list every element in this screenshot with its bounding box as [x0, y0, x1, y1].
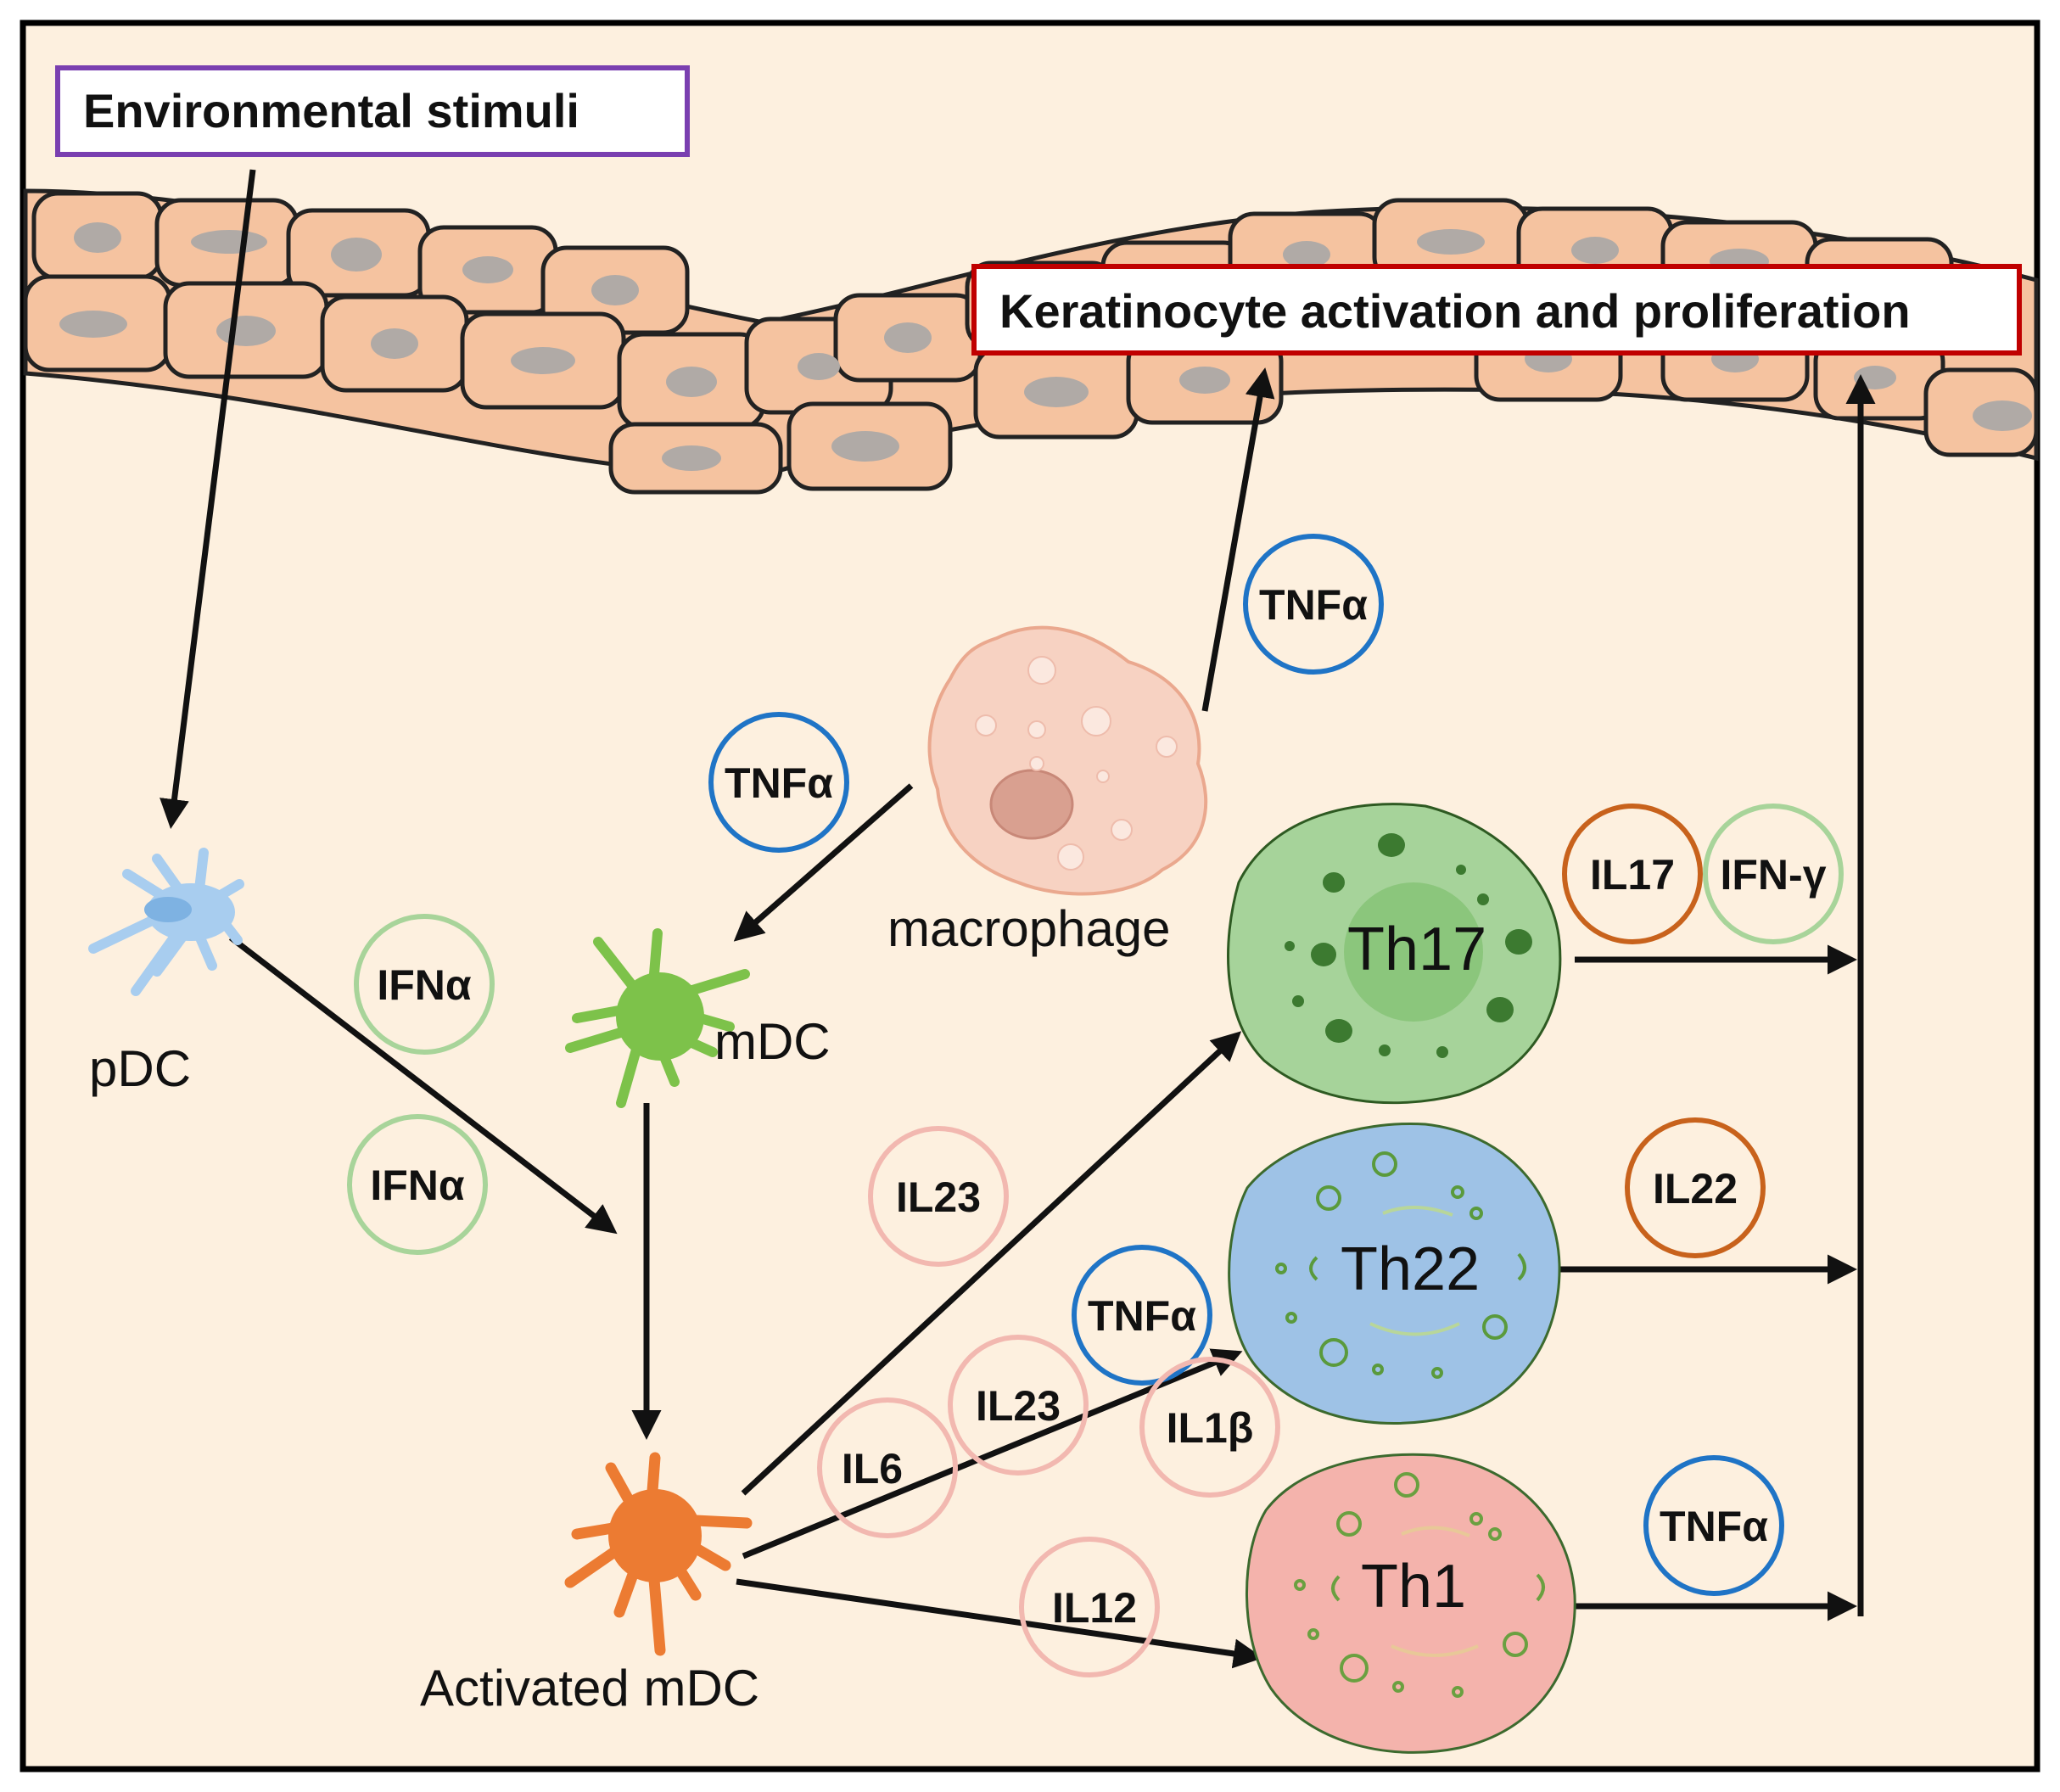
- svg-text:IL12: IL12: [1052, 1584, 1137, 1632]
- keratinocyte-box: Keratinocyte activation and proliferatio…: [971, 264, 2022, 356]
- svg-text:TNFα: TNFα: [1088, 1292, 1196, 1340]
- svg-text:IFNα: IFNα: [377, 961, 472, 1009]
- cytokine-il17: IL17: [1562, 804, 1703, 944]
- arrow-macrophage-to-keratinocyte: [1201, 367, 1275, 712]
- svg-text:TNFα: TNFα: [1660, 1503, 1768, 1550]
- svg-text:IL1β: IL1β: [1167, 1404, 1254, 1452]
- cytokine-tnfa-top: TNFα: [1243, 534, 1384, 675]
- cytokine-tnfa-macrophage: TNFα: [708, 712, 849, 853]
- mdc-label: mDC: [714, 1013, 831, 1070]
- cytokine-il22: IL22: [1625, 1117, 1766, 1258]
- pdc-label: pDC: [89, 1040, 191, 1097]
- environmental-stimuli-label: Environmental stimuli: [83, 84, 579, 137]
- cytokine-ifna-2: IFNα: [347, 1114, 488, 1255]
- cytokine-il12: IL12: [1019, 1537, 1160, 1677]
- cytokine-il23-a: IL23: [868, 1126, 1009, 1267]
- th22-cell: Th22: [1228, 1122, 1561, 1425]
- cytokine-markers: TNFα TNFα IFNα IFNα IL23 IL23 IL6 TNFα: [347, 534, 1844, 1677]
- svg-text:IL23: IL23: [896, 1173, 981, 1221]
- environmental-stimuli-box: Environmental stimuli: [55, 65, 690, 157]
- arrow-pdc-to-activated-mdc: [228, 935, 618, 1235]
- activated-mdc-cell: Activated mDC: [420, 1452, 759, 1716]
- svg-text:TNFα: TNFα: [1259, 581, 1368, 629]
- arrow-activated-mdc-to-th1: [736, 1578, 1263, 1669]
- macrophage-cell: macrophage: [887, 625, 1208, 957]
- cytokine-il1b: IL1β: [1139, 1357, 1280, 1498]
- th17-label: Th17: [1347, 916, 1486, 983]
- th1-cell: Th1: [1246, 1453, 1576, 1754]
- mdc-cell: mDC: [565, 928, 831, 1108]
- svg-text:IL23: IL23: [976, 1382, 1061, 1430]
- th22-label: Th22: [1341, 1235, 1480, 1303]
- cytokine-ifna-1: IFNα: [354, 914, 495, 1055]
- cytokine-il23-b: IL23: [948, 1335, 1089, 1476]
- cytokine-tnfa-mid: TNFα: [1072, 1245, 1212, 1386]
- macrophage-label: macrophage: [887, 900, 1171, 957]
- arrow-macrophage-to-mdc: [733, 783, 914, 942]
- svg-text:IL17: IL17: [1590, 851, 1675, 899]
- svg-text:IL6: IL6: [842, 1445, 903, 1492]
- th1-label: Th1: [1361, 1553, 1466, 1621]
- arrow-activated-mdc-to-th17: [741, 1031, 1242, 1496]
- svg-text:IFNα: IFNα: [370, 1162, 465, 1209]
- svg-text:IFN-γ: IFN-γ: [1721, 851, 1827, 899]
- cytokine-tnfa-th1: TNFα: [1643, 1455, 1784, 1596]
- activated-mdc-label: Activated mDC: [420, 1660, 759, 1716]
- svg-text:IL22: IL22: [1653, 1165, 1738, 1212]
- pdc-cell: pDC: [88, 848, 244, 1097]
- keratinocyte-label: Keratinocyte activation and proliferatio…: [999, 284, 1911, 338]
- cytokine-il6: IL6: [817, 1397, 958, 1538]
- arrow-stimuli-to-pdc: [160, 169, 256, 829]
- th17-cell: Th17: [1227, 803, 1562, 1105]
- cytokine-ifng: IFN-γ: [1703, 804, 1844, 944]
- svg-text:TNFα: TNFα: [725, 759, 833, 807]
